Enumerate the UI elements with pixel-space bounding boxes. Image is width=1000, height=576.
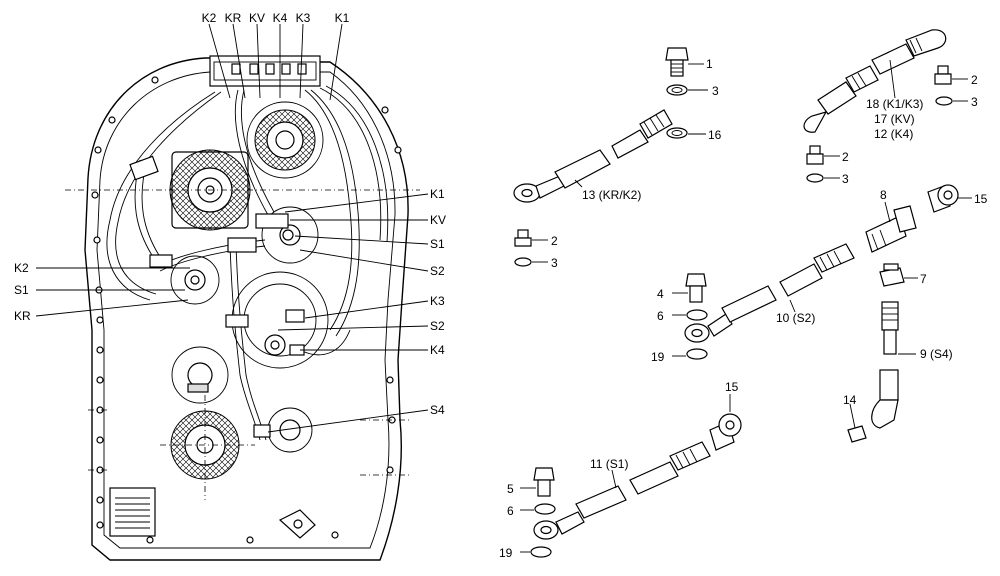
part-7-label: 7 — [920, 272, 927, 286]
banjo-bolt-icon — [533, 467, 555, 497]
part-3-label-d: 3 — [842, 172, 849, 186]
callout-top-k2: K2 — [202, 11, 217, 25]
part-14-label: 14 — [843, 393, 857, 407]
sealing-ring-icon — [666, 84, 688, 96]
transmission-housing-icon — [65, 55, 420, 561]
hose-assembly-icon — [533, 441, 711, 540]
callout-top-k1: K1 — [335, 11, 350, 25]
sealing-ring-icon — [530, 546, 552, 558]
part-3-label-a: 3 — [712, 84, 719, 98]
callout-right-k4: K4 — [430, 343, 445, 357]
union-fitting-icon — [934, 65, 952, 85]
callout-left-s1: S1 — [14, 283, 29, 297]
hose-assembly-icon — [881, 301, 899, 355]
sealing-ring-icon — [806, 173, 824, 183]
part-3-label-c: 3 — [971, 95, 978, 109]
part-5-label: 5 — [507, 482, 514, 496]
banjo-bolt-icon — [665, 47, 689, 77]
part-17-label: 17 (KV) — [874, 112, 915, 126]
filter-lines — [115, 497, 150, 529]
callout-right-k1: K1 — [430, 187, 445, 201]
sealing-ring-icon — [666, 127, 688, 139]
part-3-label-b: 3 — [551, 256, 558, 270]
hose-assembly-icon — [684, 243, 855, 343]
part-15-label-b: 15 — [725, 380, 739, 394]
part-2-label-a: 2 — [551, 234, 558, 248]
banjo-fitting-icon — [709, 413, 742, 451]
part-6-label-b: 6 — [507, 504, 514, 518]
sealing-ring-icon — [686, 309, 708, 321]
sealing-ring-icon — [935, 96, 953, 106]
part-2-label-c: 2 — [842, 150, 849, 164]
callout-left-k2: K2 — [14, 261, 29, 275]
callout-right-s2: S2 — [430, 264, 445, 278]
banjo-fitting-icon — [927, 184, 959, 213]
sealing-ring-icon — [686, 348, 708, 360]
hose-assembly-icon — [513, 109, 673, 203]
oil-pipes — [106, 85, 389, 441]
part-19-label-a: 19 — [651, 350, 665, 364]
callout-top-kv: KV — [249, 11, 265, 25]
banjo-bolt-icon — [685, 273, 707, 303]
part-4-label: 4 — [657, 287, 664, 301]
union-fitting-icon — [514, 229, 532, 247]
hose-assembly-icon — [803, 29, 947, 133]
callout-right-s2-lower: S2 — [430, 319, 445, 333]
part-13-label: 13 (KR/K2) — [582, 188, 641, 202]
callout-top-k3: K3 — [296, 11, 311, 25]
union-fitting-icon — [879, 263, 905, 287]
elbow-fitting-icon — [847, 369, 899, 443]
part-11-label: 11 (S1) — [590, 457, 628, 471]
callout-right-kv: KV — [430, 213, 446, 227]
tee-fitting-icon — [865, 205, 917, 253]
callout-left-kr: KR — [14, 309, 31, 323]
callout-right-k3: K3 — [430, 294, 445, 308]
sealing-ring-icon — [514, 257, 532, 267]
part-16-label: 16 — [708, 128, 722, 142]
callout-right-s4: S4 — [430, 403, 445, 417]
part-15-label-a: 15 — [974, 192, 988, 206]
sealing-ring-icon — [534, 503, 556, 515]
part-19-label-b: 19 — [499, 546, 513, 560]
part-12-label: 12 (K4) — [874, 127, 913, 141]
part-9-label: 9 (S4) — [920, 347, 953, 361]
callout-right-s1: S1 — [430, 237, 445, 251]
left-callout-leaders — [35, 23, 429, 433]
callout-top-kr: KR — [225, 11, 242, 25]
part-8-label: 8 — [880, 188, 887, 202]
union-fitting-icon — [806, 145, 824, 165]
part-18-label: 18 (K1/K3) — [866, 97, 923, 111]
part-1-label: 1 — [706, 57, 713, 71]
part-10-label: 10 (S2) — [776, 311, 815, 325]
part-6-label-a: 6 — [657, 309, 664, 323]
part-2-label-b: 2 — [971, 73, 978, 87]
callout-top-k4: K4 — [273, 11, 288, 25]
